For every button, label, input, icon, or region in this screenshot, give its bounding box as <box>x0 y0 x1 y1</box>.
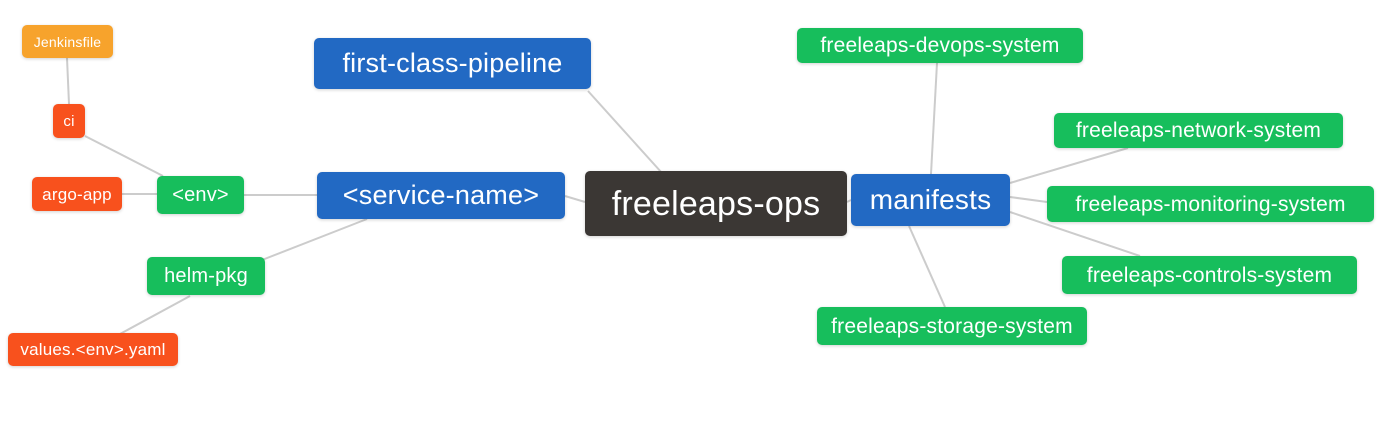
edge-manifests-to-freeleaps-storage-system <box>908 225 946 308</box>
node-freeleaps-devops-system[interactable]: freeleaps-devops-system <box>797 28 1083 63</box>
edge-jenkinsfile-to-ci <box>66 57 70 105</box>
edge-ci-to-env <box>84 135 164 177</box>
node-helm-pkg[interactable]: helm-pkg <box>147 257 265 295</box>
edge-helm-pkg-to-service-name <box>261 218 368 261</box>
node-freeleaps-controls-system[interactable]: freeleaps-controls-system <box>1062 256 1357 294</box>
node-service-name[interactable]: <service-name> <box>317 172 565 219</box>
node-argo-app[interactable]: argo-app <box>32 177 122 211</box>
edge-manifests-to-freeleaps-devops-system <box>930 62 938 175</box>
node-env[interactable]: <env> <box>157 176 244 214</box>
edge-manifests-to-freeleaps-controls-system <box>1009 211 1141 257</box>
node-ci[interactable]: ci <box>53 104 85 138</box>
edge-first-class-pipeline-to-freeleaps-ops <box>587 90 663 174</box>
node-first-class-pipeline[interactable]: first-class-pipeline <box>314 38 591 89</box>
edge-values-env-yaml-to-helm-pkg <box>119 295 191 335</box>
node-freeleaps-ops[interactable]: freeleaps-ops <box>585 171 847 236</box>
node-freeleaps-network-system[interactable]: freeleaps-network-system <box>1054 113 1343 148</box>
node-freeleaps-monitoring-system[interactable]: freeleaps-monitoring-system <box>1047 186 1374 222</box>
node-freeleaps-storage-system[interactable]: freeleaps-storage-system <box>817 307 1087 345</box>
edge-service-name-to-freeleaps-ops <box>564 195 586 203</box>
node-manifests[interactable]: manifests <box>851 174 1010 226</box>
edge-manifests-to-freeleaps-network-system <box>1009 147 1129 184</box>
node-jenkinsfile[interactable]: Jenkinsfile <box>22 25 113 58</box>
node-values-env-yaml[interactable]: values.<env>.yaml <box>8 333 178 366</box>
edge-manifests-to-freeleaps-monitoring-system <box>1009 196 1048 203</box>
edge-freeleaps-ops-to-manifests <box>846 199 852 203</box>
